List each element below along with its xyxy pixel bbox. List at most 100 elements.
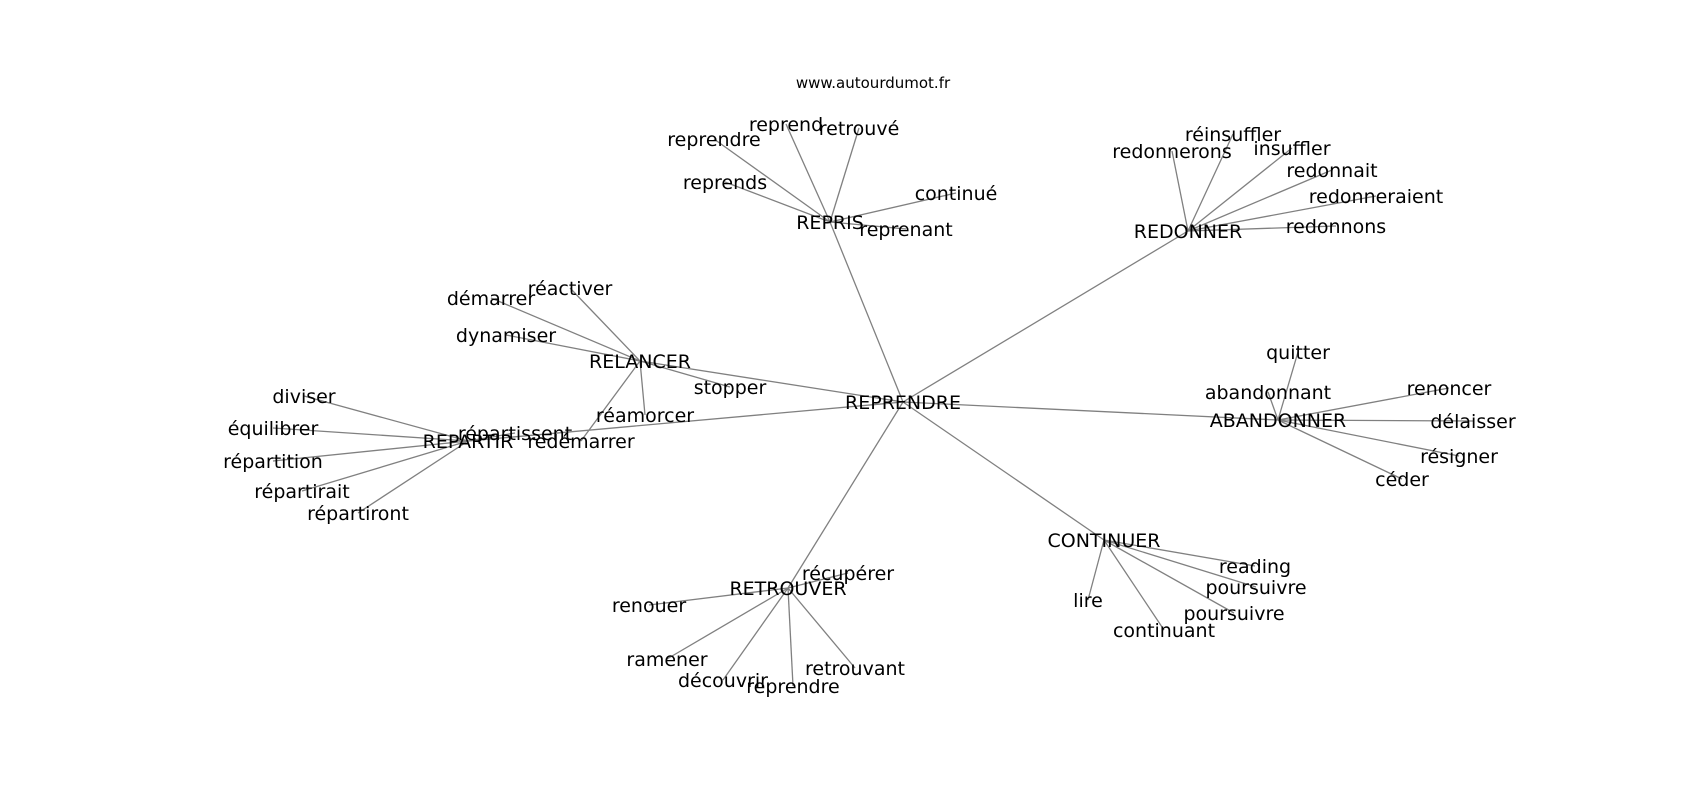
- node-leaf-demarrer: démarrer: [447, 288, 535, 310]
- node-leaf-renouer: renouer: [612, 595, 686, 617]
- node-leaf-lire: lire: [1073, 590, 1103, 612]
- edge-repartir-repartiront: [357, 440, 469, 514]
- node-leaf-reprendre: reprendre: [667, 129, 760, 151]
- edge-reprendre-abandonner: [902, 401, 1279, 421]
- node-leaf-abandonnant: abandonnant: [1205, 382, 1331, 404]
- edge-repartir-equilibrer: [272, 427, 469, 442]
- node-leaf-reprendre: reprendre: [746, 676, 839, 698]
- edge-retrouver-ramener: [666, 587, 789, 660]
- node-leaf-redonnons: redonnons: [1286, 216, 1386, 238]
- node-leaf-repartition: répartition: [223, 451, 323, 473]
- edge-continuer-lire: [1087, 539, 1105, 601]
- node-leaf-redemarrer: redémarrer: [527, 431, 635, 453]
- edge-reprendre-redonner: [902, 230, 1189, 403]
- edge-continuer-reading: [1103, 539, 1256, 567]
- node-hub-retrouver: RETROUVER: [729, 578, 846, 600]
- node-leaf-reprend: reprend: [749, 114, 823, 136]
- node-leaf-equilibrer: équilibrer: [228, 418, 319, 440]
- node-leaf-dynamiser: dynamiser: [456, 325, 556, 347]
- node-hub-abandonner: ABANDONNER: [1210, 410, 1346, 432]
- edge-retrouver-renouer: [648, 587, 789, 606]
- edge-reprendre-repris: [829, 221, 904, 403]
- node-leaf-ramener: ramener: [626, 649, 707, 671]
- node-leaf-continue: continué: [915, 183, 998, 205]
- edge-retrouver-reprendre: [787, 587, 794, 687]
- node-leaf-redonneraient: redonneraient: [1309, 186, 1443, 208]
- edge-repartir-repartition: [272, 440, 469, 462]
- node-hub-redonner: REDONNER: [1134, 221, 1242, 243]
- edge-redonner-redonnait: [1187, 169, 1333, 232]
- node-leaf-ceder: céder: [1375, 469, 1429, 491]
- node-hub-relancer: RELANCER: [589, 351, 691, 373]
- node-hub-repartir: REPARTIR: [423, 431, 514, 453]
- edge-repris-reprends: [724, 181, 831, 223]
- source-label: www.autourdumot.fr: [796, 74, 951, 92]
- node-leaf-delaisser: délaisser: [1430, 411, 1515, 433]
- edge-repris-continue: [829, 192, 957, 223]
- node-leaf-reinsuffler: réinsuffler: [1185, 124, 1281, 146]
- edge-reprendre-repartir: [467, 401, 904, 442]
- edge-reprendre-retrouver: [787, 401, 904, 589]
- node-leaf-decouvrir: découvrir: [678, 670, 768, 692]
- edge-redonner-redonneraient: [1187, 195, 1377, 232]
- edge-abandonner-renoncer: [1277, 387, 1450, 421]
- node-leaf-poursuivre: poursuivre: [1205, 577, 1306, 599]
- edge-repris-reprend: [785, 123, 831, 223]
- node-hub-continuer: CONTINUER: [1048, 530, 1161, 552]
- edge-repartir-repartirait: [301, 440, 469, 492]
- node-leaf-redonnait: redonnait: [1286, 160, 1377, 182]
- node-leaf-retrouvant: retrouvant: [805, 658, 905, 680]
- edge-layer: [272, 123, 1474, 687]
- edge-relancer-redemarrer: [580, 360, 641, 442]
- edge-continuer-continuant: [1103, 539, 1165, 631]
- node-leaf-repartiront: répartiront: [307, 503, 409, 525]
- node-leaf-recuperer: récupérer: [802, 563, 894, 585]
- node-leaf-reprenant: reprenant: [859, 219, 952, 241]
- label-layer: REPRENDREREPRISreprendretrouvéreprendrer…: [223, 114, 1516, 698]
- edge-relancer-stopper: [639, 360, 731, 388]
- node-leaf-continuant: continuant: [1113, 620, 1215, 642]
- edge-repris-reprendre: [713, 138, 831, 223]
- edge-repartir-repartissent: [467, 432, 516, 442]
- edge-continuer-poursuivre: [1103, 539, 1257, 588]
- edge-continuer-poursuivre: [1103, 539, 1235, 614]
- edge-abandonner-delaisser: [1277, 419, 1474, 422]
- edge-reprendre-relancer: [639, 360, 904, 403]
- edge-redonner-insuffler: [1187, 147, 1293, 232]
- edge-abandonner-quitter: [1277, 351, 1299, 421]
- node-leaf-reprends: reprends: [683, 172, 767, 194]
- edge-retrouver-recuperer: [787, 572, 849, 589]
- node-hub-repris: REPRIS: [796, 212, 864, 234]
- node-leaf-diviser: diviser: [272, 386, 335, 408]
- edge-reprendre-continuer: [902, 401, 1105, 541]
- edge-relancer-demarrer: [490, 297, 641, 362]
- node-leaf-reamorcer: réamorcer: [596, 405, 694, 427]
- edge-retrouver-retrouvant: [787, 587, 856, 669]
- edge-abandonner-abandonnant: [1267, 391, 1279, 421]
- edge-abandonner-ceder: [1277, 419, 1403, 480]
- node-leaf-retrouve: retrouvé: [819, 118, 900, 140]
- edge-repris-retrouve: [829, 127, 860, 223]
- edge-redonner-reinsuffler: [1187, 133, 1234, 232]
- node-leaf-reactiver: réactiver: [528, 278, 613, 300]
- node-leaf-reading: reading: [1219, 556, 1291, 578]
- edge-repartir-diviser: [303, 395, 469, 442]
- node-leaf-resigner: résigner: [1420, 446, 1498, 468]
- edge-relancer-reamorcer: [639, 360, 646, 416]
- node-center-reprendre: REPRENDRE: [845, 392, 961, 414]
- edge-abandonner-resigner: [1277, 419, 1460, 457]
- node-leaf-redonnerons: redonnerons: [1112, 141, 1232, 163]
- edge-redonner-redonnons: [1187, 225, 1337, 232]
- node-leaf-renoncer: renoncer: [1407, 378, 1492, 400]
- edge-relancer-reactiver: [569, 287, 641, 362]
- node-leaf-quitter: quitter: [1266, 342, 1330, 364]
- node-leaf-repartirait: répartirait: [254, 481, 350, 503]
- edge-redonner-redonnerons: [1171, 150, 1189, 232]
- node-leaf-repartissent: répartissent: [458, 423, 572, 445]
- node-leaf-stopper: stopper: [694, 377, 767, 399]
- edge-retrouver-decouvrir: [722, 587, 789, 681]
- edge-relancer-dynamiser: [505, 334, 641, 362]
- node-leaf-poursuivre: poursuivre: [1183, 603, 1284, 625]
- edge-repris-reprenant: [829, 221, 907, 230]
